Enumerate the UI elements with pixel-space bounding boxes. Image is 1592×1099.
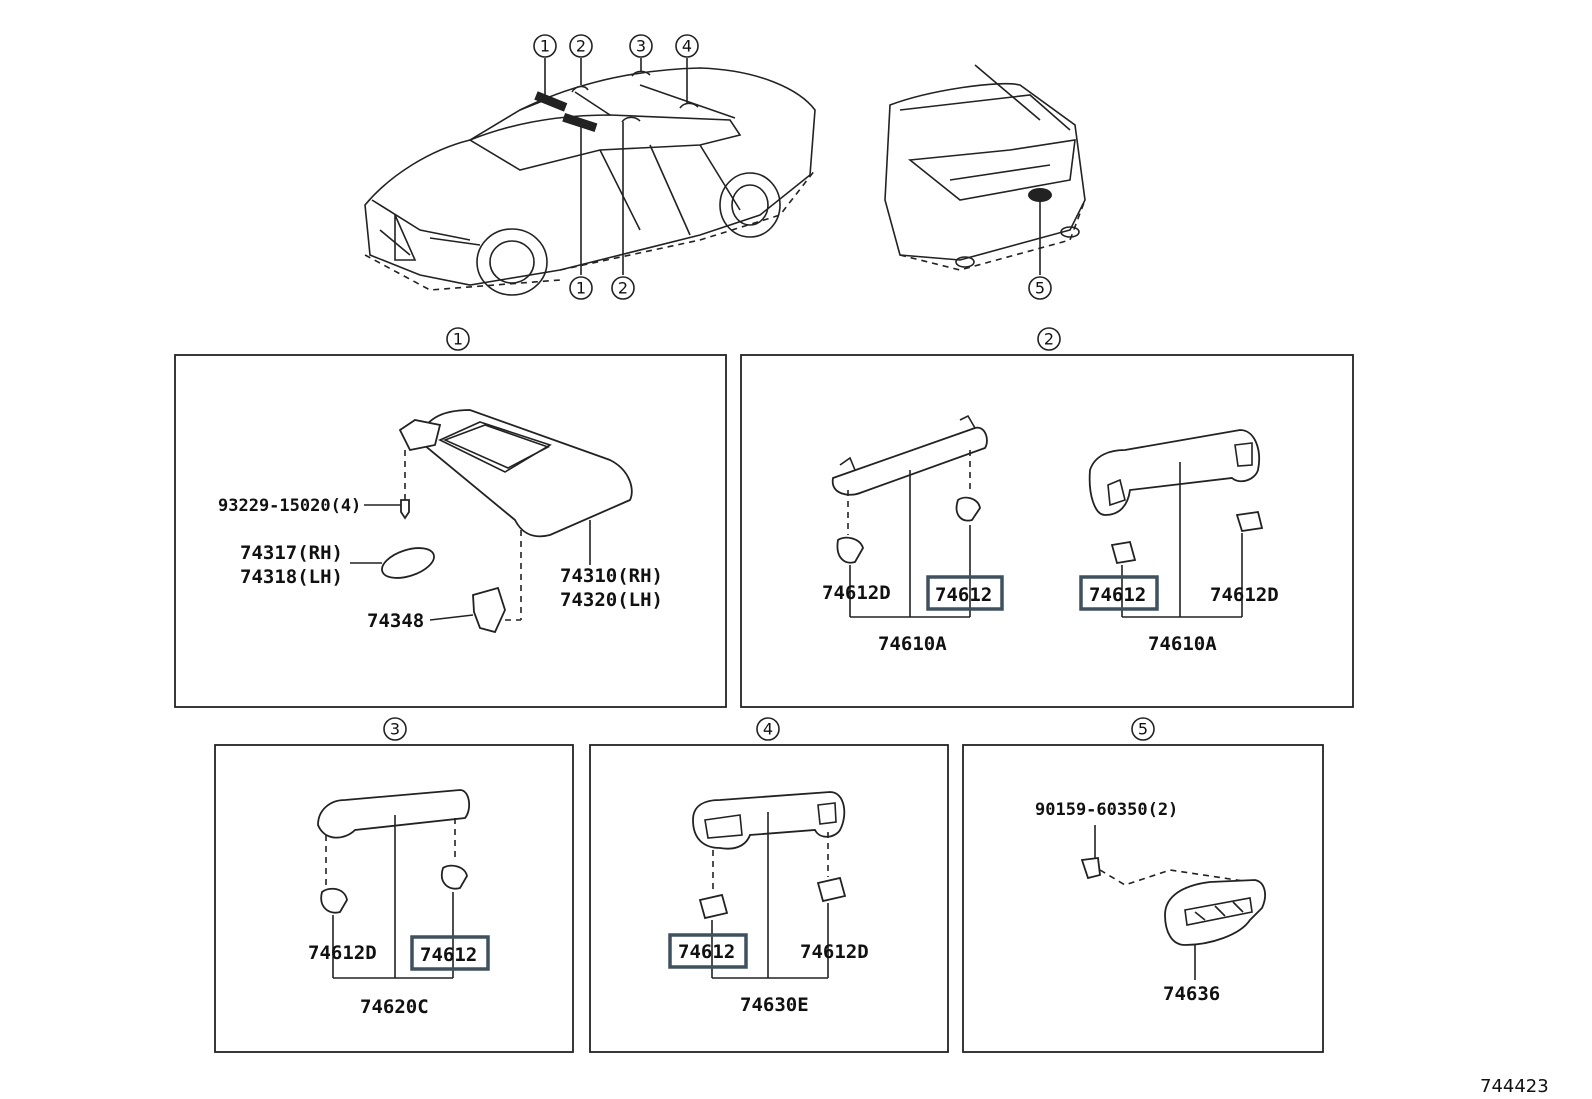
svg-text:4: 4 (682, 37, 692, 56)
panel-4-frame (589, 744, 949, 1053)
panel-1-frame (174, 354, 727, 708)
panel-5-parts (1080, 825, 1266, 980)
panel-3-frame (214, 744, 574, 1053)
label-74612-p4: 74612 (678, 941, 735, 963)
highlight-panel3-74612 (410, 935, 490, 971)
label-90159-60350: 90159-60350(2) (1035, 800, 1178, 820)
label-74612D-p3: 74612D (308, 942, 377, 964)
panel-2-frame (740, 354, 1354, 708)
label-74612D-p4: 74612D (800, 941, 869, 963)
highlight-panel2-right-74612 (1079, 575, 1159, 611)
label-74348: 74348 (367, 610, 424, 632)
label-74612-p3: 74612 (420, 944, 477, 966)
trunk-handle (1164, 879, 1266, 946)
svg-text:2: 2 (1044, 330, 1054, 349)
cap-4b (816, 876, 847, 903)
label-74317-rh: 74317(RH) (240, 542, 343, 564)
svg-text:2: 2 (618, 279, 628, 298)
callout-circle-car-2-bottom: 2 (611, 276, 635, 300)
visor-holder (472, 586, 506, 634)
visor-mirror (438, 421, 552, 473)
callout-circle-car-1-top: 1 (533, 34, 557, 58)
label-74610A-p2-left: 74610A (878, 633, 947, 655)
callout-circle-car-2-top: 2 (569, 34, 593, 58)
label-74612D-p2-left: 74612D (822, 582, 891, 604)
label-74620C: 74620C (360, 996, 429, 1018)
car-rear-illustration (884, 64, 1086, 275)
sun-visor (416, 409, 633, 538)
callout-circle-car-1-bottom: 1 (569, 276, 593, 300)
svg-text:4: 4 (763, 720, 773, 739)
assist-grip-right (1088, 429, 1260, 516)
label-74610A-p2-right: 74610A (1148, 633, 1217, 655)
cap-right-a (1110, 540, 1137, 565)
cap-4a (698, 893, 729, 920)
label-74310-rh: 74310(RH) (560, 565, 663, 587)
label-93229-15020: 93229-15020(4) (218, 496, 361, 516)
cap-left-b (955, 496, 981, 522)
callout-circle-panel-3: 3 (383, 717, 407, 741)
svg-text:5: 5 (1035, 279, 1045, 298)
svg-text:1: 1 (540, 37, 550, 56)
label-74612D-p2-right: 74612D (1210, 584, 1279, 606)
panel-4-parts (692, 791, 847, 979)
callout-circle-panel-2: 2 (1037, 327, 1061, 351)
svg-text:3: 3 (390, 720, 400, 739)
cap-left-a (836, 536, 864, 564)
label-74320-lh: 74320(LH) (560, 589, 663, 611)
visor-screw (400, 499, 410, 520)
svg-text:5: 5 (1138, 720, 1148, 739)
svg-text:3: 3 (636, 37, 646, 56)
cap-3b (440, 864, 468, 890)
callout-circle-car-3-top: 3 (629, 34, 653, 58)
panel-5-frame (962, 744, 1324, 1053)
label-74630E: 74630E (740, 994, 809, 1016)
car-callout-leaders (544, 58, 688, 275)
mirror-cover (381, 547, 435, 579)
svg-text:1: 1 (453, 330, 463, 349)
label-74636: 74636 (1163, 983, 1220, 1005)
panel-3-parts (317, 789, 471, 979)
cap-right-b (1235, 510, 1264, 533)
label-74318-lh: 74318(LH) (240, 566, 343, 588)
cap-3a (320, 887, 348, 914)
callout-circle-car-4-top: 4 (675, 34, 699, 58)
callout-circle-panel-5: 5 (1131, 717, 1155, 741)
visor-bracket (398, 419, 442, 452)
panel-2-parts (831, 414, 1264, 618)
car-front-illustration (364, 67, 816, 296)
panel-1-parts (350, 409, 633, 634)
assist-grip-3 (317, 789, 471, 839)
callout-circle-car-5: 5 (1028, 276, 1052, 300)
svg-text:2: 2 (576, 37, 586, 56)
handle-screw (1080, 856, 1101, 880)
diagram-id: 744423 (1480, 1076, 1549, 1097)
callout-circle-panel-1: 1 (446, 327, 470, 351)
label-74612-p2-left: 74612 (935, 584, 992, 606)
highlight-panel4-74612 (668, 933, 748, 969)
assist-grip-left (831, 426, 988, 496)
label-74612-p2-right: 74612 (1089, 584, 1146, 606)
highlight-panel2-left-74612 (926, 575, 1004, 611)
callout-circle-panel-4: 4 (756, 717, 780, 741)
svg-text:1: 1 (576, 279, 586, 298)
